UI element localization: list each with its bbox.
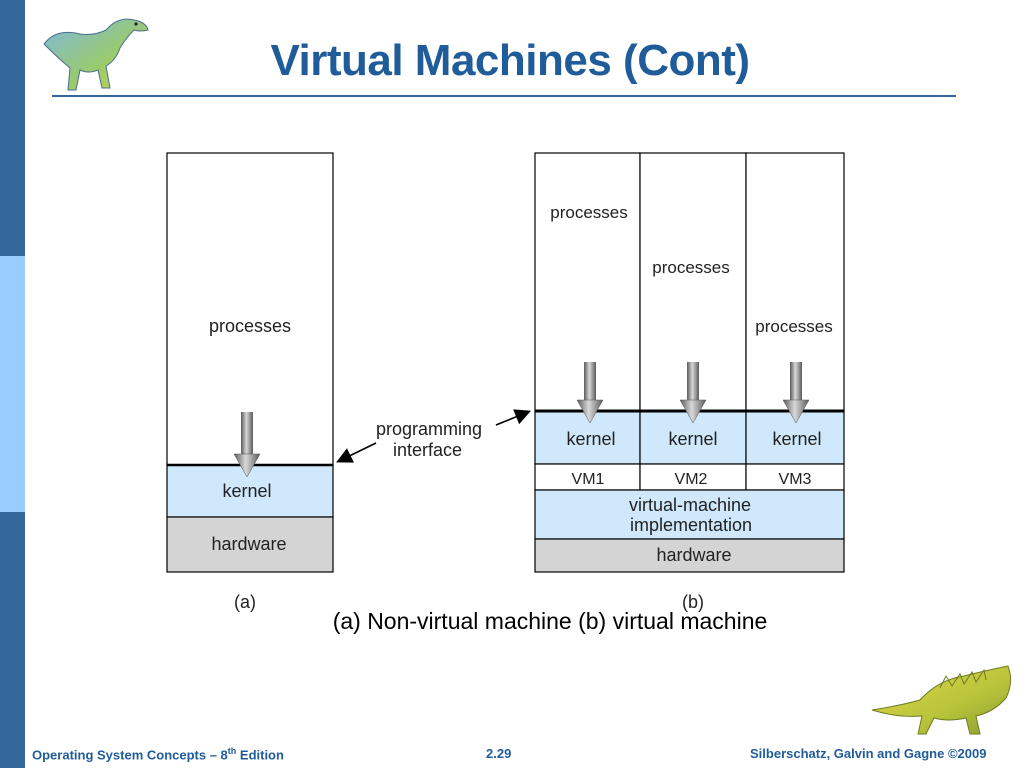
a-sublabel: (a) [234, 592, 256, 612]
dinosaur-footer-icon [871, 665, 1012, 735]
a-kernel-box [166, 464, 334, 518]
b-down-arrow-1-icon [576, 362, 604, 424]
footer-book-title-sup: th [227, 746, 237, 756]
b-processes-label-2: processes [652, 258, 729, 277]
b-kernel-label-1: kernel [566, 429, 615, 449]
b-vm-impl-line1: virtual-machine [629, 495, 751, 515]
b-processes-label-1: processes [550, 203, 627, 222]
a-down-arrow-icon [233, 412, 261, 478]
interface-label-line1: programming [376, 419, 482, 439]
a-hardware-label: hardware [211, 534, 286, 554]
b-vm-box-1 [534, 463, 641, 491]
b-processes-label-3: processes [755, 317, 832, 336]
b-kernel-label-2: kernel [668, 429, 717, 449]
b-kernel-label-3: kernel [772, 429, 821, 449]
diagram-b: processes processes processes kernel ker… [534, 152, 845, 612]
footer-slide-number: 2.29 [486, 746, 512, 761]
footer-book-title-suffix: Edition [236, 747, 284, 763]
b-hardware-label: hardware [656, 545, 731, 565]
a-kernel-label: kernel [222, 481, 271, 501]
interface-arrow-right [495, 409, 531, 426]
programming-interface-callout: programming interface [336, 409, 531, 463]
interface-arrow-left [336, 442, 377, 463]
side-band-bottom [0, 512, 25, 768]
a-processes-label: processes [209, 316, 291, 336]
footer-book-title: Operating System Concepts – 8th Edition [32, 746, 284, 762]
title-divider [52, 95, 956, 97]
b-down-arrow-2-icon [679, 362, 707, 424]
b-sublabel: (b) [682, 592, 704, 612]
diagram-a: processes kernel hardware (a) [166, 152, 334, 612]
b-vm-label-1: VM1 [572, 471, 605, 488]
side-band-middle [0, 256, 25, 512]
footer-book-title-prefix: Operating System Concepts – 8 [32, 747, 228, 763]
figure-caption: (a) Non-virtual machine (b) virtual mach… [332, 608, 768, 634]
virtual-machine-diagram: processes kernel hardware (a) programmin… [166, 152, 845, 612]
b-vm-label-2: VM2 [675, 471, 708, 488]
interface-label-line2: interface [393, 440, 462, 460]
side-band-top [0, 0, 25, 256]
slide-title: Virtual Machines (Cont) [270, 36, 750, 85]
b-down-arrow-3-icon [782, 362, 810, 424]
a-hardware-box [166, 516, 334, 573]
b-vm-box-2 [639, 463, 747, 491]
footer-authors: Silberschatz, Galvin and Gagne ©2009 [750, 746, 987, 761]
b-vm-label-3: VM3 [779, 471, 812, 488]
b-vm-impl-line2: implementation [630, 515, 752, 535]
dinosaur-logo-icon [43, 18, 149, 91]
b-hardware-box [534, 538, 845, 573]
